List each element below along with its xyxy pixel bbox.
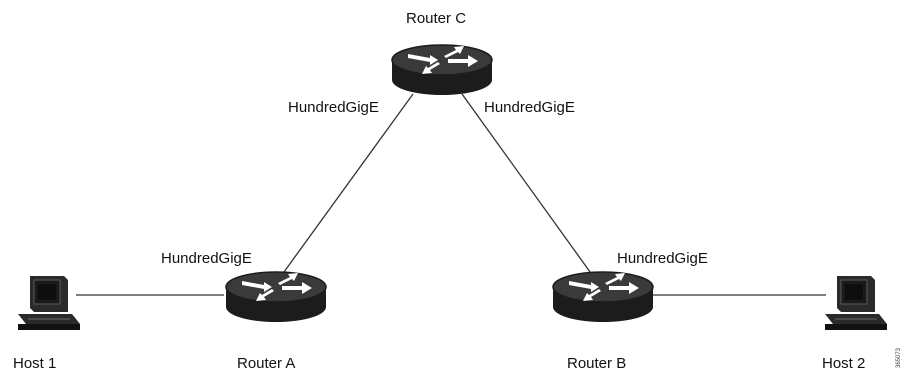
router-b-label: Router B	[567, 355, 627, 372]
link-router-a-to-router-c	[275, 93, 414, 284]
interface-label-router-b: HundredGigE	[617, 250, 708, 267]
host-1-icon	[17, 275, 81, 331]
link-router-c-to-router-b	[461, 93, 599, 284]
router-c-icon	[391, 44, 493, 96]
router-a-label: Router A	[237, 355, 296, 372]
figure-id: 365073	[896, 347, 902, 368]
interface-label-router-c-left: HundredGigE	[288, 99, 379, 116]
interface-label-router-c-right: HundredGigE	[484, 99, 575, 116]
router-b-icon	[552, 271, 654, 323]
router-a-icon	[225, 271, 327, 323]
router-c-label: Router C	[406, 10, 467, 27]
host-2-icon	[824, 275, 888, 331]
host-2-label: Host 2	[822, 355, 866, 372]
interface-label-router-a: HundredGigE	[161, 250, 252, 267]
host-1-label: Host 1	[13, 355, 57, 372]
